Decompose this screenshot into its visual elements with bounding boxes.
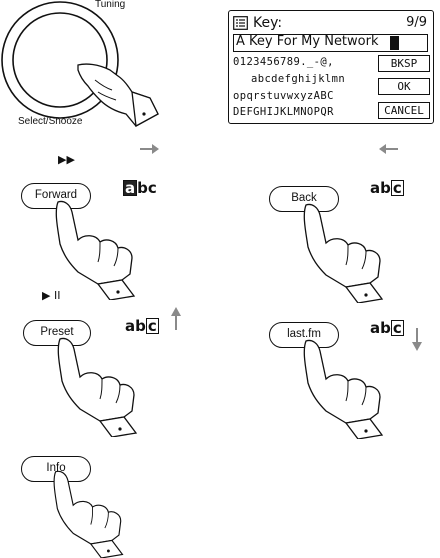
select-snooze-label: Select/Snooze	[18, 116, 83, 127]
cancel-button[interactable]: CANCEL	[378, 102, 430, 119]
pressing-hand-icon	[286, 203, 396, 303]
network-key-input[interactable]: A Key For My Network	[233, 34, 428, 52]
arrow-right-icon	[140, 143, 160, 155]
lcd-screen: Key: 9/9 A Key For My Network 0123456789…	[228, 10, 434, 124]
tuning-dial-illustration: Tuning Select/Snooze	[0, 0, 160, 130]
char-row-3[interactable]: opqrstuvwxyzABC	[233, 90, 334, 102]
arrow-down-icon	[411, 328, 423, 352]
pressing-hand-icon	[38, 470, 148, 558]
ok-button[interactable]: OK	[378, 78, 430, 95]
lcd-title-row: Key: 9/9	[233, 14, 429, 32]
abc-post: bc	[137, 179, 157, 197]
abc-selected-char: a	[123, 180, 137, 196]
arrow-left-icon	[378, 143, 398, 155]
list-icon	[233, 16, 248, 30]
char-row-1[interactable]: 0123456789._-@,	[233, 56, 334, 68]
text-cursor	[390, 36, 399, 50]
char-row-2[interactable]: abcdefghijklmn	[251, 73, 345, 85]
arrow-up-icon	[170, 306, 182, 330]
abc-selected-char: c	[391, 180, 404, 196]
char-row-4[interactable]: DEFGHIJKLMNOPQR	[233, 106, 334, 118]
tuning-label: Tuning	[95, 0, 125, 10]
lcd-title: Key:	[253, 15, 282, 31]
abc-pre: ab	[370, 319, 391, 337]
forward-symbol: ▶▶	[58, 153, 75, 166]
bksp-button[interactable]: BKSP	[378, 55, 430, 72]
play-pause-symbol: ▶ II	[42, 289, 60, 302]
network-key-value: A Key For My Network	[236, 34, 379, 49]
lcd-counter: 9/9	[406, 15, 427, 30]
pressing-hand-icon	[38, 200, 148, 300]
tuning-dial-drawing	[0, 0, 160, 130]
pressing-hand-icon	[40, 337, 150, 437]
pressing-hand-icon	[286, 339, 396, 439]
abc-selected-char: c	[146, 318, 159, 334]
abc-selected-char: c	[391, 320, 404, 336]
abc-pre: ab	[370, 179, 391, 197]
abc-pre: ab	[125, 317, 146, 335]
